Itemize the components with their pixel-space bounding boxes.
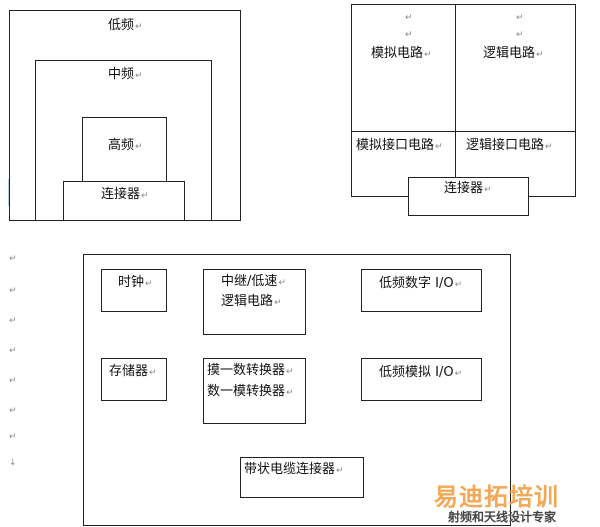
converter-label-line1: 摸一数转换器↵ (207, 363, 294, 378)
paragraph-mark: ↵ (9, 346, 17, 356)
clock-block (101, 269, 167, 312)
horizontal-divider (351, 131, 576, 132)
paragraph-arrow-mark: ↓ (9, 458, 17, 468)
paragraph-mark: ↵ (9, 432, 17, 442)
paragraph-mark: ↵ (516, 30, 524, 40)
partition-board (351, 4, 576, 197)
watermark-subtitle: 射频和天线设计专家 (448, 510, 557, 524)
ribbon-cable-connector-block (240, 457, 364, 498)
low-freq-analog-io-label: 低频模拟 I/O↵ (379, 365, 463, 380)
converter-label-line2: 数一模转换器↵ (207, 384, 294, 399)
paragraph-mark: ↵ (405, 13, 413, 23)
analog-interface-label: 模拟接口电路↵ (356, 138, 443, 153)
relay-logic-block (203, 269, 306, 335)
relay-label-line2: 逻辑电路↵ (221, 294, 282, 309)
paragraph-mark: ↵ (9, 406, 17, 416)
paragraph-mark: ↵ (9, 376, 17, 386)
paragraph-mark: ↵ (405, 30, 413, 40)
low-freq-analog-io-block (361, 358, 482, 401)
connector-box (63, 181, 185, 221)
low-freq-digital-io-block (361, 269, 482, 312)
connector-box (408, 177, 529, 216)
paragraph-mark: ↵ (9, 254, 17, 264)
vertical-divider (455, 4, 456, 197)
analog-circuit-label: 模拟电路↵ (371, 46, 432, 61)
logic-interface-label: 逻辑接口电路↵ (466, 138, 553, 153)
high-frequency-label: 高频↵ (108, 138, 143, 153)
low-frequency-label: 低频↵ (108, 18, 143, 33)
paragraph-mark: ↵ (516, 13, 524, 23)
clock-label: 时钟↵ (118, 275, 153, 290)
paragraph-mark: ↵ (9, 286, 17, 296)
converter-block (203, 358, 306, 424)
memory-label: 存储器↵ (109, 364, 157, 379)
relay-label-line1: 中继/低速↵ (221, 274, 286, 289)
connector-label: 连接器↵ (444, 181, 492, 196)
low-freq-digital-io-label: 低频数字 I/O↵ (379, 276, 463, 291)
watermark-logo-text: 易迪拓培训 (434, 483, 559, 511)
mid-frequency-label: 中频↵ (108, 67, 143, 82)
logic-circuit-label: 逻辑电路↵ (483, 46, 544, 61)
paragraph-mark: ↵ (9, 316, 17, 326)
memory-block (101, 358, 167, 401)
connector-label: 连接器↵ (101, 187, 149, 202)
ribbon-cable-connector-label: 带状电缆连接器↵ (244, 462, 344, 477)
